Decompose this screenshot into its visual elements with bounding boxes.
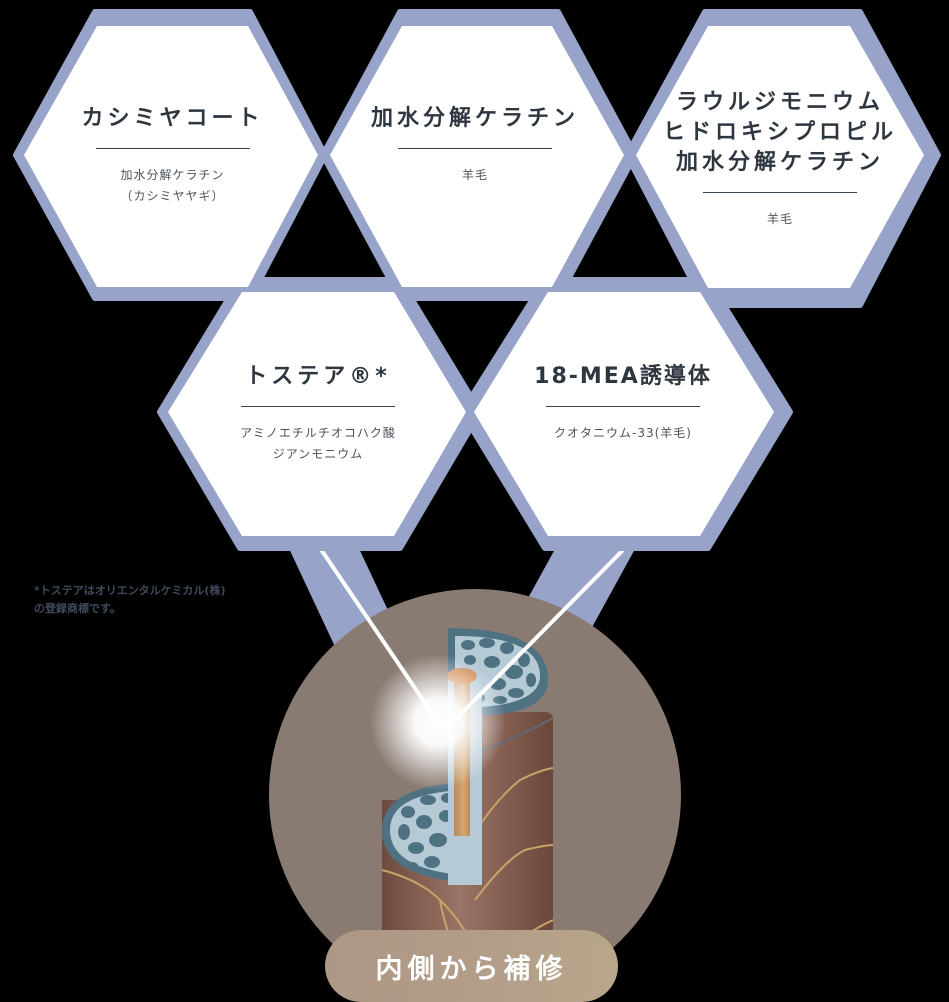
ingredient-detail: 羊毛 <box>766 212 793 226</box>
ingredient-title: トステア®* <box>245 364 391 389</box>
divider <box>703 192 857 193</box>
repair-badge-label: 内側から補修 <box>375 953 568 985</box>
divider <box>241 406 395 407</box>
ingredient-detail: 羊毛 <box>461 168 488 182</box>
ingredient-title: ラウルジモニウム <box>675 90 884 115</box>
divider <box>95 148 250 149</box>
ingredient-hex-cashmere-coat: カシミヤコート 加水分解ケラチン （カシミヤヤギ） <box>40 104 305 207</box>
footnote-line: の登録商標です。 <box>34 602 121 615</box>
ingredient-title: カシミヤコート <box>81 106 264 131</box>
footnote-line: *トステアはオリエンタルケミカル(株) <box>34 584 226 597</box>
ingredient-title: ヒドロキシプロピル <box>662 120 897 145</box>
ingredient-detail: アミノエチルチオコハク酸 <box>240 426 396 440</box>
ingredient-detail: クオタニウム-33(羊毛) <box>554 426 692 440</box>
ingredient-title: 加水分解ケラチン <box>370 106 579 131</box>
ingredient-detail: （カシミヤヤギ） <box>120 189 225 203</box>
light-rays <box>316 543 630 724</box>
repair-badge: 内側から補修 <box>325 930 618 1002</box>
ingredient-detail: ジアンモニウム <box>272 447 364 461</box>
divider <box>398 148 552 149</box>
ingredient-hex-hydrolyzed-keratin: 加水分解ケラチン 羊毛 <box>345 104 605 186</box>
ingredient-title: 加水分解ケラチン <box>675 150 884 175</box>
hexagon-shapes <box>13 9 941 551</box>
trademark-footnote: *トステアはオリエンタルケミカル(株) の登録商標です。 <box>34 582 225 618</box>
ingredient-hex-lauryldimonium: ラウルジモニウム ヒドロキシプロピル 加水分解ケラチン 羊毛 <box>650 88 910 230</box>
ingredient-detail: 加水分解ケラチン <box>120 168 225 182</box>
ingredient-hex-18mea: 18-MEA誘導体 クオタニウム-33(羊毛) <box>493 362 753 444</box>
divider <box>546 406 700 407</box>
ingredient-hex-tostea: トステア®* アミノエチルチオコハク酸 ジアンモニウム <box>188 362 448 465</box>
ingredient-title: 18-MEA誘導体 <box>534 364 712 389</box>
